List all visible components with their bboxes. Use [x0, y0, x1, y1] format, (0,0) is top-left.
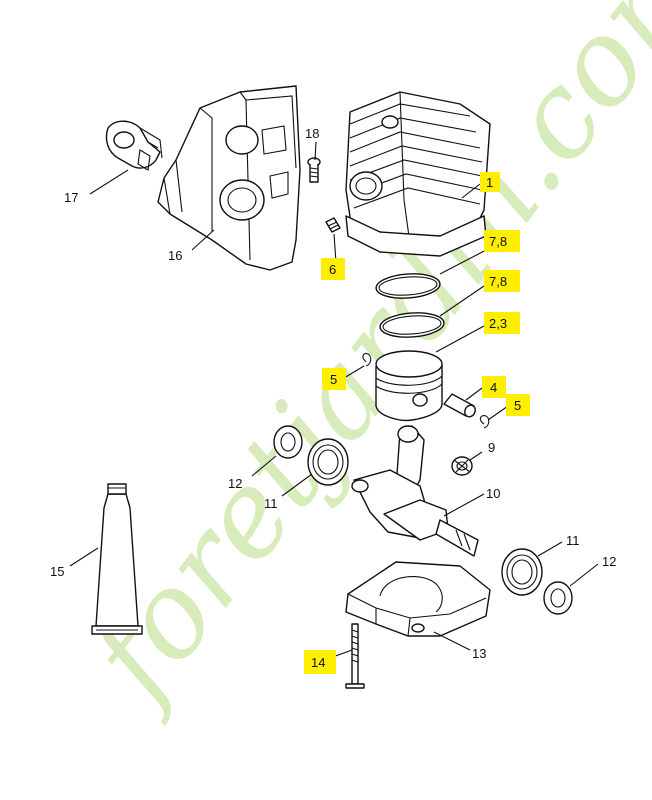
callout-12-right: 12: [602, 554, 616, 569]
callout-11-left: 11: [264, 496, 278, 511]
callout-5-right: 5: [506, 394, 530, 416]
shroud-part: [157, 85, 301, 271]
callout-13: 13: [472, 646, 486, 661]
bracket-part: [105, 120, 163, 171]
grease-tube-part: [91, 483, 143, 635]
callout-16: 16: [168, 248, 182, 263]
piston-pin-part: [443, 393, 476, 418]
callout-label: 4: [490, 380, 497, 395]
callout-15: 15: [50, 564, 64, 579]
circlips-part: [362, 352, 490, 429]
callout-5-left: 5: [322, 368, 346, 390]
ball-bearing-left-part: [307, 438, 349, 486]
callout-label: 16: [168, 248, 182, 263]
callout-label: 11: [264, 496, 278, 511]
callout-label: 5: [330, 372, 337, 387]
callout-12-left: 12: [228, 476, 242, 491]
crankshaft-part: [351, 425, 479, 557]
oil-seal-left-part: [273, 425, 303, 459]
screw-part: [345, 623, 365, 689]
piston-part: [375, 350, 443, 422]
shroud-screw-part: [307, 157, 321, 183]
leader-lines: [69, 141, 599, 659]
callout-label: 14: [311, 655, 325, 670]
callout-label: 2,3: [489, 316, 507, 331]
crankcase-part: [345, 561, 491, 637]
needle-cage-part: [451, 456, 473, 476]
callout-9: 9: [488, 440, 495, 455]
callout-label: 7,8: [489, 274, 507, 289]
ball-bearing-right-part: [501, 548, 543, 596]
decompression-valve-part: [325, 217, 341, 233]
callout-1: 1: [480, 172, 500, 192]
callout-10: 10: [486, 486, 500, 501]
callout-6: 6: [321, 258, 345, 280]
callout-label: 12: [228, 476, 242, 491]
callout-7-8-lower: 7,8: [484, 270, 520, 292]
callout-label: 5: [514, 398, 521, 413]
callout-11-right: 11: [566, 533, 580, 548]
callout-label: 7,8: [489, 234, 507, 249]
callout-label: 17: [64, 190, 78, 205]
piston-rings-part: [375, 273, 445, 338]
oil-seal-right-part: [543, 581, 573, 615]
callout-14: 14: [304, 650, 336, 674]
cylinder-part: [345, 91, 491, 257]
callout-label: 15: [50, 564, 64, 579]
callout-label: 18: [305, 126, 319, 141]
callout-label: 10: [486, 486, 500, 501]
callout-2-3: 2,3: [484, 312, 520, 334]
callout-7-8-upper: 7,8: [484, 230, 520, 252]
callout-label: 12: [602, 554, 616, 569]
callout-17: 17: [64, 190, 78, 205]
callout-label: 13: [472, 646, 486, 661]
callout-label: 11: [566, 533, 580, 548]
callout-label: 9: [488, 440, 495, 455]
callout-4: 4: [482, 376, 506, 398]
callout-18: 18: [305, 126, 319, 141]
callout-label: 1: [486, 175, 493, 190]
callout-label: 6: [329, 262, 336, 277]
